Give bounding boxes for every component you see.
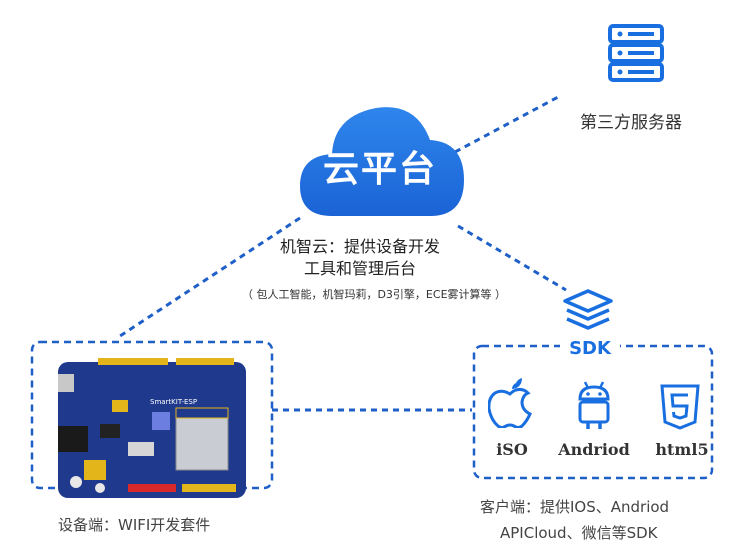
board-label: SmartKIT-ESP (150, 398, 197, 406)
android-label: Andriod (558, 440, 630, 459)
cloud-title: 云平台 (322, 149, 437, 190)
device-caption: 设备端：WIFI开发套件 (58, 516, 211, 534)
ios-label: iSO (496, 440, 528, 459)
html5-label: html5 (655, 440, 709, 459)
platform-note: （ 包人工智能，机智玛莉，D3引擎，ECE雾计算等 ） (241, 288, 507, 301)
platform-line-1: 机智云：提供设备开发 (279, 237, 440, 256)
html5-icon (660, 384, 700, 430)
client-caption: 客户端：提供IOS、Andriod APICloud、微信等SDK (480, 494, 730, 546)
client-caption-line-1: 客户端：提供IOS、Andriod (480, 498, 670, 516)
platform-description: 机智云：提供设备开发 工具和管理后台 (240, 236, 480, 280)
android-icon (578, 381, 610, 429)
platform-line-2: 工具和管理后台 (303, 259, 416, 278)
cloud-to-sdk-line (457, 224, 567, 292)
cloud-to-server-line (454, 94, 561, 154)
client-caption-line-2: APICloud、微信等SDK (500, 524, 658, 542)
cloud-shape (300, 107, 464, 216)
layers-icon (563, 289, 613, 330)
dev-board-image: SmartKIT-ESP (58, 358, 246, 498)
apple-icon (488, 378, 532, 428)
sdk-label: SDK (560, 338, 620, 359)
server-label: 第三方服务器 (580, 113, 682, 133)
device-box (30, 340, 274, 490)
server-icon (608, 24, 664, 82)
cloud-to-device-line (119, 216, 301, 338)
